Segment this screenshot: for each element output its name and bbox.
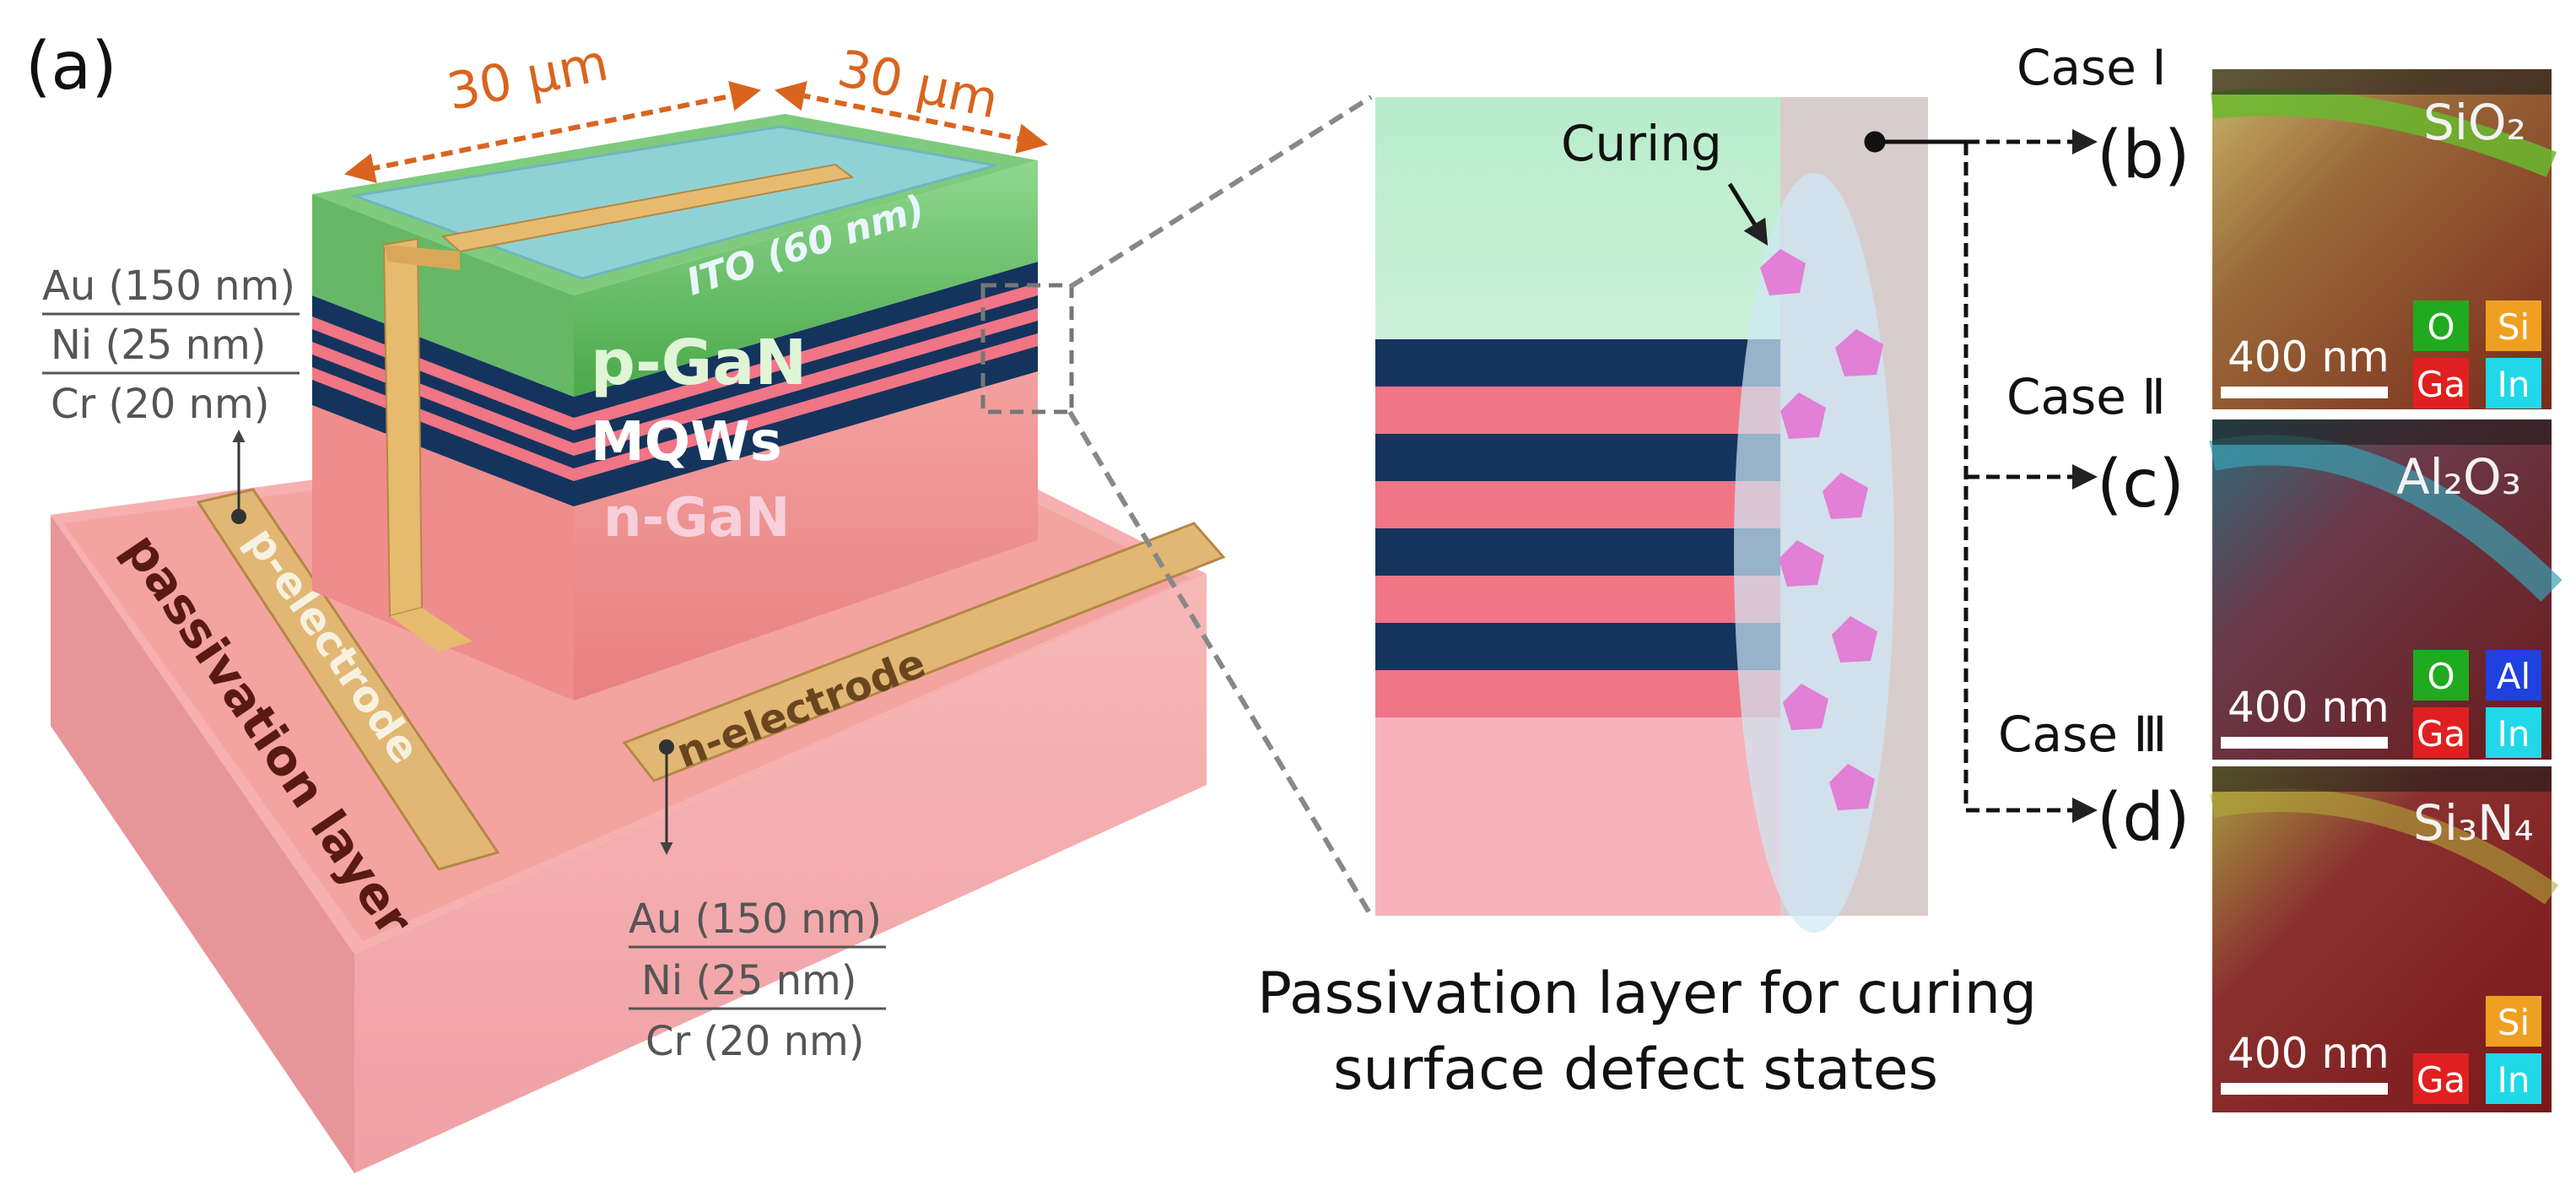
case-1-scalebar <box>2221 387 2388 398</box>
case-2-scalebar <box>2221 737 2388 749</box>
branch-arrows <box>1864 129 2098 823</box>
case-1: Case Ⅰ (b) SiO₂ 400 nm O Si Ga In <box>2017 39 2557 409</box>
stack-top-ni: Ni (25 nm) <box>51 322 266 369</box>
case-1-letter: (b) <box>2097 117 2190 193</box>
case-2: Case Ⅱ (c) Al₂O₃ 400 nm O Al Ga In <box>2006 368 2562 760</box>
p-electrode-finger <box>382 163 855 652</box>
case-1-scale: 400 nm <box>2228 333 2390 381</box>
p-gan-label: p-GaN <box>591 327 807 399</box>
zoom-panel: Curing <box>1375 97 1928 933</box>
zoom-selection-box <box>980 283 1074 414</box>
panel-a-label: (a) <box>25 29 117 105</box>
case-1-material: SiO₂ <box>2423 94 2526 151</box>
metal-stack-bottom: Au (150 nm) Ni (25 nm) Cr (20 nm) <box>629 739 886 1065</box>
mqw-stripes <box>312 262 1038 506</box>
case-2-letter: (c) <box>2097 446 2184 522</box>
stack-bottom-ni: Ni (25 nm) <box>641 957 856 1004</box>
case-2-legend-2: Ga <box>2417 713 2465 755</box>
case-1-legend-1: Si <box>2498 306 2530 348</box>
case-3-legend-2: In <box>2497 1059 2530 1101</box>
case-2-material: Al₂O₃ <box>2396 448 2521 506</box>
caption-line1: Passivation layer for curing <box>1257 960 2037 1027</box>
stack-bottom-cr: Cr (20 nm) <box>645 1018 864 1065</box>
case-2-title: Case Ⅱ <box>2006 368 2166 425</box>
case-1-legend-0: O <box>2427 306 2454 348</box>
case-3: Case Ⅲ (d) Si₃N₄ 400 nm Si Ga In <box>1998 706 2558 1112</box>
case-2-scale: 400 nm <box>2228 683 2390 732</box>
case-2-legend-3: In <box>2497 713 2530 755</box>
metal-stack-top: Au (150 nm) Ni (25 nm) Cr (20 nm) <box>42 262 300 524</box>
case-3-legend: Si Ga In <box>2413 996 2541 1104</box>
case-3-scale: 400 nm <box>2228 1029 2390 1078</box>
case-3-scalebar <box>2221 1083 2388 1095</box>
case-3-title: Case Ⅲ <box>1998 706 2167 763</box>
stack-bottom-au: Au (150 nm) <box>629 896 882 943</box>
case-2-legend: O Al Ga In <box>2413 650 2541 758</box>
case-3-legend-0: Si <box>2498 1002 2530 1043</box>
defect-states <box>1760 249 1883 810</box>
case-2-legend-1: Al <box>2497 656 2530 697</box>
curing-label: Curing <box>1561 115 1722 172</box>
case-3-legend-1: Ga <box>2417 1059 2465 1101</box>
zoom-connector-top <box>1068 95 1373 289</box>
case-1-title: Case Ⅰ <box>2017 39 2166 96</box>
mesa <box>312 114 1038 701</box>
mqws-label: MQWs <box>591 411 782 473</box>
n-gan-label: n-GaN <box>603 487 790 549</box>
case-1-legend: O Si Ga In <box>2413 300 2541 409</box>
stack-top-au: Au (150 nm) <box>42 262 295 310</box>
case-3-letter: (d) <box>2097 780 2190 856</box>
case-1-legend-3: In <box>2497 364 2530 405</box>
case-3-material: Si₃N₄ <box>2413 794 2534 852</box>
dim-left-label: 30 μm <box>443 33 613 122</box>
case-2-legend-0: O <box>2427 656 2454 697</box>
zoom-connector-bottom <box>1067 410 1374 917</box>
caption-line2: surface defect states <box>1333 1036 1938 1103</box>
stack-top-cr: Cr (20 nm) <box>51 381 269 428</box>
case-1-legend-2: Ga <box>2417 364 2465 405</box>
